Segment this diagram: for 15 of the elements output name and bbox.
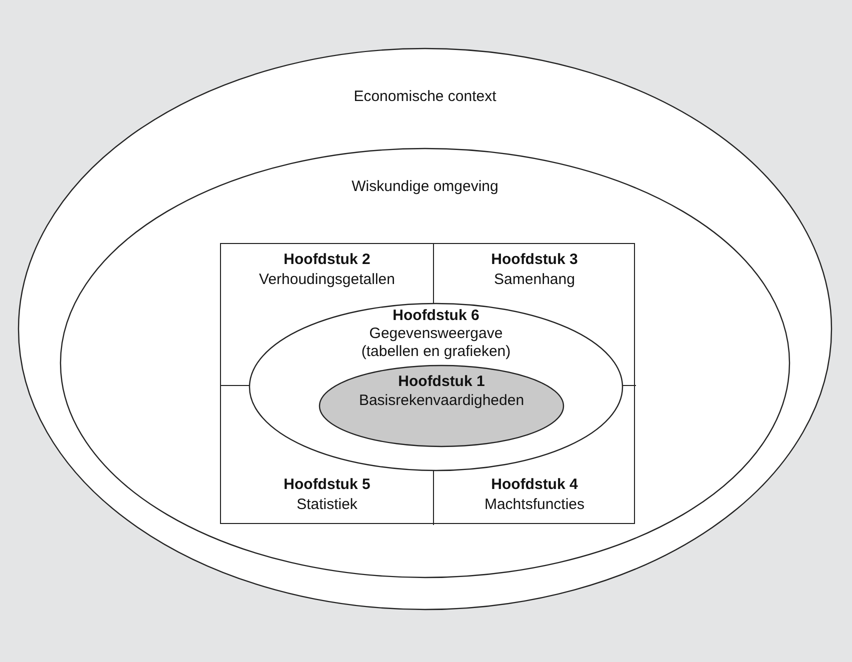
chapter-heading: Hoofdstuk 4 [491, 476, 578, 494]
chapter-grid-frame [220, 243, 635, 524]
chapter-heading: Hoofdstuk 5 [284, 476, 370, 494]
chapter-heading: Hoofdstuk 6 [392, 307, 480, 325]
chapter-title: Gegevensweergave (tabellen en grafieken) [360, 325, 512, 361]
chapter-title: Samenhang [494, 271, 575, 289]
chapter-title: Machtsfuncties [484, 496, 585, 514]
chapter-heading: Hoofdstuk 3 [491, 251, 578, 269]
context-label: Economische context [354, 88, 496, 106]
chapter-title: Verhoudingsgetallen [259, 271, 395, 289]
context-label: Wiskundige omgeving [352, 178, 498, 196]
chapter-heading: Hoofdstuk 1 [398, 373, 485, 391]
chapter-title: Basisrekenvaardigheden [358, 392, 524, 410]
chapter-title: Statistiek [296, 496, 358, 514]
chapter-heading: Hoofdstuk 2 [284, 251, 370, 269]
